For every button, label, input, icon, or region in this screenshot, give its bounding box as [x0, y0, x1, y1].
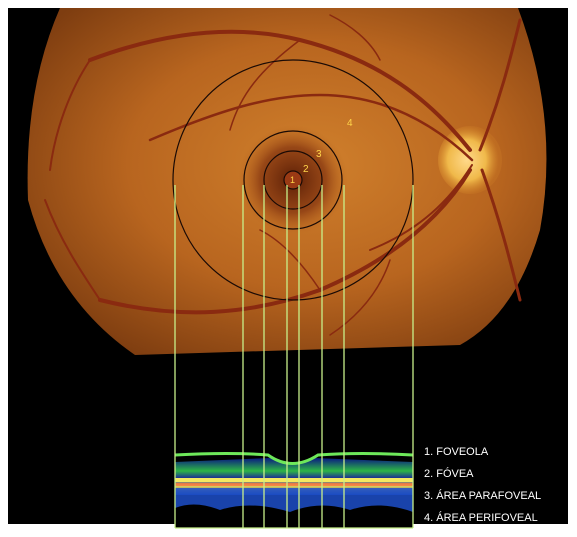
zone-marker-2: 2 — [303, 164, 309, 175]
zone-marker-4: 4 — [347, 118, 353, 129]
legend-item-parafoveal: 3. ÁREA PARAFOVEAL — [424, 489, 541, 502]
legend-item-perifoveal: 4. ÁREA PERIFOVEAL — [424, 511, 538, 524]
optic-disc — [438, 126, 502, 194]
oct-scan — [175, 440, 413, 528]
zone-marker-1: 1 — [290, 175, 295, 185]
legend-item-foveola: 1. FOVEOLA — [424, 446, 489, 458]
zone-marker-3: 3 — [316, 149, 322, 160]
legend-item-fovea: 2. FÓVEA — [424, 467, 474, 480]
